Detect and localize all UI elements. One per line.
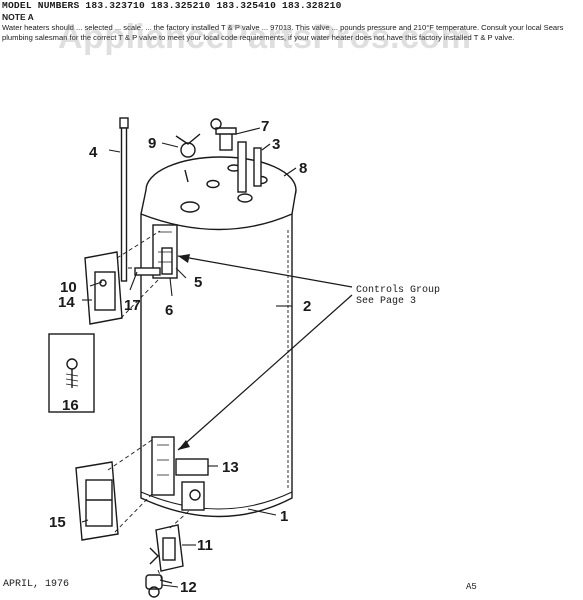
anode-rod <box>119 117 129 282</box>
footer-date: APRIL, 1976 <box>3 579 70 590</box>
callout-12: 12 <box>180 579 197 596</box>
controls-group-arrows <box>177 255 353 451</box>
callout-3: 3 <box>272 136 280 153</box>
callout-14: 14 <box>58 294 75 311</box>
top-fittings <box>175 118 268 213</box>
arrowheads <box>178 254 190 450</box>
controls-group-page: See Page 3 <box>356 296 417 307</box>
callout-6: 6 <box>165 302 173 319</box>
callout-17: 17 <box>124 297 141 314</box>
callout-9: 9 <box>148 135 156 152</box>
note-title: NOTE A <box>2 12 34 22</box>
drain-valve-part-11 <box>149 524 184 572</box>
lower-access-panel <box>151 436 209 511</box>
upper-access-panel <box>134 224 178 279</box>
callout-5: 5 <box>194 274 202 291</box>
callout-16: 16 <box>62 397 79 414</box>
explode-lines <box>107 230 191 581</box>
callout-4: 4 <box>89 144 98 161</box>
callout-1: 1 <box>280 508 288 525</box>
upper-cover <box>84 251 123 325</box>
controls-group-title: Controls Group <box>356 285 441 296</box>
header: MODEL NUMBERS 183.323710 183.325210 183.… <box>2 0 580 43</box>
footer-page-code: A5 <box>466 582 477 592</box>
callout-7: 7 <box>261 118 269 135</box>
callout-8: 8 <box>299 160 307 177</box>
model-numbers: MODEL NUMBERS 183.323710 183.325210 183.… <box>2 0 342 11</box>
note-body: Water heaters should ... selected ... sc… <box>2 23 564 42</box>
screw-box <box>48 333 95 413</box>
drain-fitting-part-12 <box>145 574 173 598</box>
callout-2: 2 <box>303 298 311 315</box>
callout-15: 15 <box>49 514 66 531</box>
callout-10: 10 <box>60 279 77 296</box>
watermark: AppliancePartsPros.com <box>58 18 472 56</box>
callout-13: 13 <box>222 459 239 476</box>
leader-lines <box>81 127 297 588</box>
callout-11: 11 <box>197 537 213 554</box>
lower-cover <box>75 461 119 541</box>
